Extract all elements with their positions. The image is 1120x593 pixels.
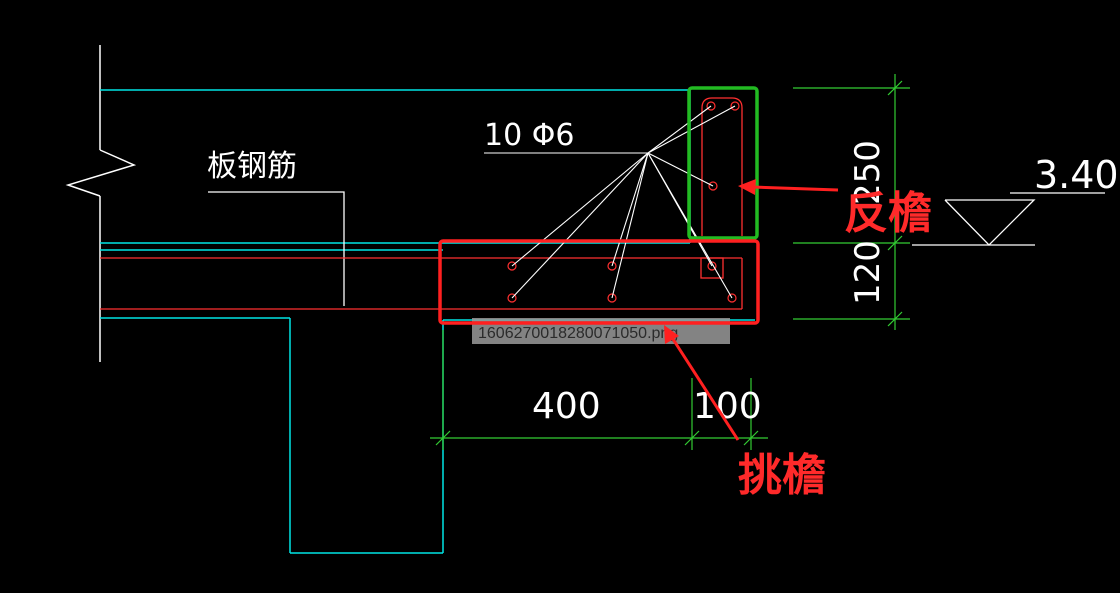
dim-250-label: 250: [848, 140, 888, 205]
elevation-label: 3.40: [1034, 153, 1119, 197]
overhang-eave-label: 挑檐: [738, 450, 826, 501]
dim-400-label: 400: [532, 386, 601, 427]
stirrup-callout: 10 Φ6: [484, 105, 736, 299]
break-line: [65, 45, 137, 362]
filename-text: 1606270018280071050.png: [478, 325, 678, 342]
slab-rebar-label: 板钢筋: [207, 149, 297, 184]
slab-rebar-lines: [100, 97, 743, 310]
horizontal-dimension: [430, 330, 768, 450]
dim-100-label: 100: [693, 386, 762, 427]
filename-overlay: 1606270018280071050.png: [472, 318, 730, 344]
reverse-eave-label: 反檐: [844, 188, 932, 239]
vertical-dimension: [793, 74, 910, 330]
elevation-marker: 3.40: [912, 153, 1119, 246]
slab-rebar-callout: 板钢筋: [207, 149, 345, 306]
dim-120-label: 120: [848, 240, 888, 305]
reverse-eave-arrow: [738, 179, 839, 195]
stirrup-spec-label: 10 Φ6: [484, 118, 574, 153]
overhang-eave-highlight-box: [438, 239, 760, 325]
overhang-eave-arrow: [664, 325, 740, 441]
reverse-eave-highlight-box: [687, 86, 759, 240]
